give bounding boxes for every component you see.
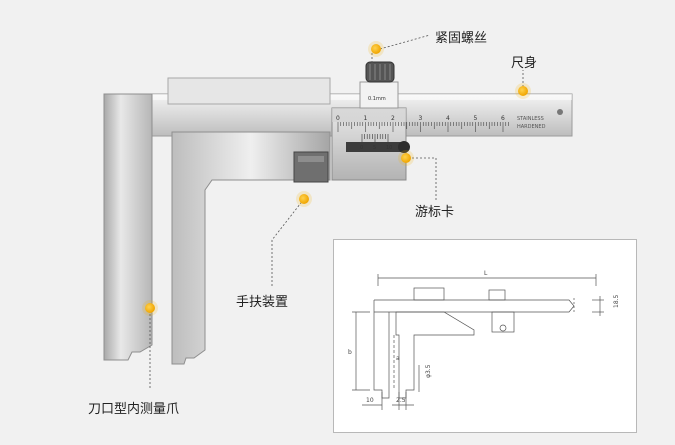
dim-2-5: 2.5 [396, 397, 406, 404]
dim-a: a [396, 355, 400, 362]
vernier-scale-number: 0 [360, 145, 363, 151]
main-scale-number: 1 [364, 115, 368, 122]
vernier-scale-ticks [361, 134, 389, 142]
leader-hand-grip [271, 198, 305, 288]
callout-beam: 尺身 [511, 56, 538, 71]
main-scale-number: 3 [419, 115, 423, 122]
main-scale-number: 2 [391, 115, 395, 122]
beam-marker [518, 86, 528, 96]
fixed-jaw [103, 93, 153, 361]
hand-grip-marker [299, 194, 309, 204]
brand-line-2: HARDENED [517, 124, 546, 130]
main-scale-numbers: 0 1 2 3 4 5 6 [336, 115, 505, 122]
dim-L: L [484, 270, 488, 277]
resolution-label: 0.1mm [368, 96, 386, 102]
callout-vernier: 游标卡 [415, 205, 455, 220]
vernier-scale-number: 10 [386, 145, 392, 151]
main-scale-number: 5 [474, 115, 478, 122]
dim-height: 18.5 [613, 294, 620, 308]
main-scale-number: 4 [446, 115, 450, 122]
main-scale-number: 6 [501, 115, 505, 122]
main-scale-number: 0 [336, 115, 340, 122]
leader-vernier [408, 157, 437, 200]
dimension-drawing: L 18.5 b a φ3.5 10 2.5 [333, 239, 637, 433]
vernier-scale-number: 5 [373, 145, 376, 151]
callout-jaws: 刀口型内测量爪 [88, 402, 180, 417]
dim-diameter: φ3.5 [425, 364, 432, 378]
leader-clamp-screw-2 [379, 34, 431, 50]
clamp-screw-marker [371, 44, 381, 54]
main-scale-ticks [337, 122, 509, 132]
dim-b: b [348, 349, 352, 356]
clamp-screw-base [359, 81, 399, 109]
jaws-marker [145, 303, 155, 313]
brand-line-1: STAINLESS [517, 116, 544, 122]
callout-clamp-screw: 紧固螺丝 [435, 31, 488, 46]
vernier-scale-numbers: 0 5 10 [360, 145, 392, 151]
callout-hand-grip: 手扶装置 [236, 295, 289, 310]
vernier-marker [401, 153, 411, 163]
dim-10: 10 [366, 397, 374, 404]
